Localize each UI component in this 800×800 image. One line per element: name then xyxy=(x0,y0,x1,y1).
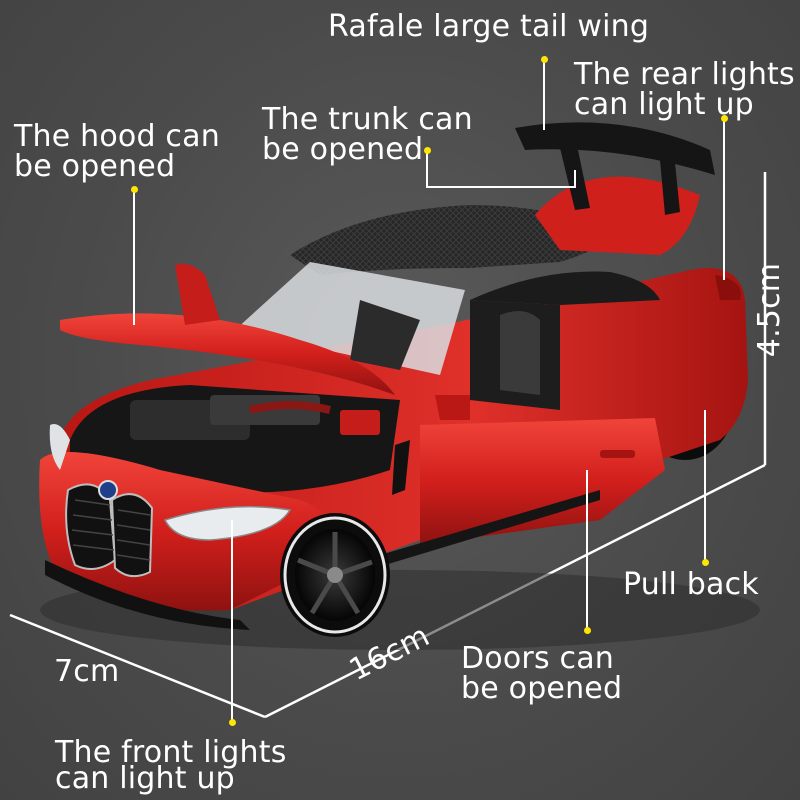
hood-callout-dot xyxy=(131,186,138,193)
rear-lights-callout-dot xyxy=(721,115,728,122)
rear-lights-label-line1: The rear lights xyxy=(574,57,795,92)
trunk-label-line1: The trunk can xyxy=(262,102,473,137)
front-lights-callout-dot xyxy=(229,719,236,726)
width-label: 7cm xyxy=(54,654,120,689)
front-headlight xyxy=(163,505,292,541)
open-door xyxy=(420,418,665,545)
pull-back-label: Pull back xyxy=(623,567,759,602)
doors-callout-dot xyxy=(584,627,591,634)
width-dimension-line xyxy=(9,613,266,719)
carbon-roof xyxy=(290,205,610,275)
doors-label-line1: Doors can xyxy=(461,641,615,676)
trunk-callout-dot xyxy=(424,147,431,154)
front-wheel xyxy=(280,513,390,637)
hood-label-line1: The hood can xyxy=(14,119,220,154)
hood-label-line2: be opened xyxy=(14,149,176,184)
trunk-label-line2: be opened xyxy=(262,132,424,167)
tail-wing-callout-dot xyxy=(541,56,548,63)
callout-lines xyxy=(133,62,725,722)
front-lights-label-line1: The front lights xyxy=(55,735,287,770)
kidney-grille xyxy=(65,483,117,570)
pull-back-callout-dot xyxy=(702,559,709,566)
front-lights-label-line2: can light up xyxy=(55,761,235,796)
brand-badge xyxy=(98,480,118,500)
tail-wing-label: Rafale large tail wing xyxy=(328,9,650,44)
open-hood xyxy=(60,313,395,395)
rear-light xyxy=(715,275,741,300)
rear-lights-label-line2: can light up xyxy=(574,87,754,122)
rear-wing xyxy=(515,122,715,175)
doors-label-line2: be opened xyxy=(461,671,623,706)
height-label: 4.5cm xyxy=(752,262,788,358)
